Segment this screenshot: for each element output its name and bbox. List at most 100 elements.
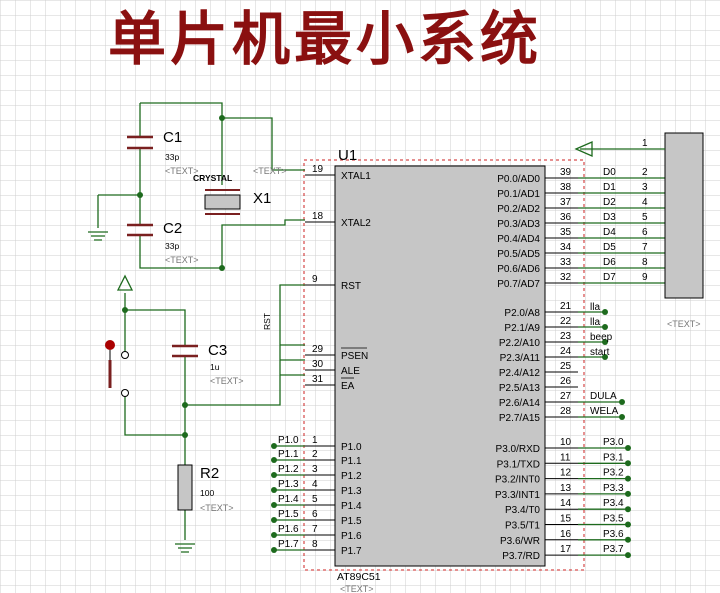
- c2-ref: C2: [163, 220, 182, 237]
- chip-pin-name: P0.1/AD1: [497, 189, 540, 200]
- net-terminal: [271, 472, 277, 478]
- p2-net-label: DULA: [590, 391, 617, 402]
- c3-ref: C3: [208, 342, 227, 359]
- chip-pin-name: RST: [341, 281, 361, 292]
- chip-pin-number: 18: [312, 211, 324, 222]
- c1-placeholder: <TEXT>: [165, 166, 199, 176]
- p3-net-label: P3.3: [603, 483, 624, 494]
- chip-pin-name: P1.4: [341, 501, 362, 512]
- chip-selection-box: [303, 159, 585, 571]
- chip-ref: U1: [338, 147, 357, 164]
- chip-pin-number: 39: [560, 167, 572, 178]
- crystal-x1[interactable]: [204, 189, 241, 215]
- chip-pin-number: 28: [560, 406, 572, 417]
- chip-pin-name: P1.2: [341, 471, 362, 482]
- chip-pin-number: 21: [560, 301, 572, 312]
- p2-net-label: WELA: [590, 406, 619, 417]
- chip-pin-name: P3.4/T0: [505, 505, 540, 516]
- page-title: 单片机最小系统: [108, 5, 543, 73]
- chip-pin-name: P1.3: [341, 486, 362, 497]
- net-terminal: [619, 399, 625, 405]
- p3-net-label: P3.2: [603, 468, 624, 479]
- p2-net-label: start: [590, 347, 610, 358]
- p3-net-label: P3.1: [603, 452, 624, 463]
- reset-button[interactable]: [105, 340, 129, 397]
- chip-pin-name: P2.5/A13: [499, 383, 541, 394]
- chip-pin-number: 30: [312, 359, 324, 370]
- chip-pin-name: P2.2/A10: [499, 338, 541, 349]
- net-terminal: [602, 324, 608, 330]
- chip-pin-number: 36: [560, 212, 572, 223]
- p1-net-label: P1.2: [278, 464, 299, 475]
- p3-net-label: P3.5: [603, 514, 624, 525]
- chip-pin-name: P1.5: [341, 516, 362, 527]
- p0-net-label: D6: [603, 257, 616, 268]
- chip-pin-number: 16: [560, 529, 572, 540]
- p3-net-label: P3.4: [603, 498, 624, 509]
- chip-right-pins: 39P0.0/AD038P0.1/AD137P0.2/AD236P0.3/AD3…: [495, 167, 578, 562]
- header-pin-number: 4: [642, 197, 648, 208]
- chip-pin-number: 29: [312, 344, 324, 355]
- header-pin-number: 6: [642, 227, 648, 238]
- x1-placeholder: <TEXT>: [253, 166, 287, 176]
- chip-pin-number: 33: [560, 257, 572, 268]
- net-terminal: [271, 457, 277, 463]
- chip-pin-name: P2.6/A14: [499, 398, 541, 409]
- p3-net-label: P3.6: [603, 529, 624, 540]
- chip-pin-name: P2.0/A8: [504, 308, 540, 319]
- chip-pin-number: 4: [312, 479, 318, 490]
- chip-pin-name: P3.1/TXD: [497, 459, 540, 470]
- c3-placeholder: <TEXT>: [210, 376, 244, 386]
- chip-pin-number: 10: [560, 437, 572, 448]
- header-placeholder: <TEXT>: [667, 319, 701, 329]
- chip-pin-number: 15: [560, 514, 572, 525]
- net-terminal: [271, 443, 277, 449]
- r2-placeholder: <TEXT>: [200, 503, 234, 513]
- connector-header[interactable]: [664, 132, 704, 299]
- chip-pin-name: P2.3/A11: [500, 353, 541, 364]
- chip-pin-number: 1: [312, 435, 318, 446]
- p1-net-label: P1.0: [278, 435, 299, 446]
- p3-net-label: P3.0: [603, 437, 624, 448]
- p1-nets: P1.0P1.1P1.2P1.3P1.4P1.5P1.6P1.7: [271, 435, 305, 553]
- chip-pin-name: PSEN: [341, 351, 368, 362]
- net-terminal: [625, 460, 631, 467]
- net-terminal: [625, 490, 631, 497]
- net-terminal: [625, 521, 631, 528]
- c3-value: 1u: [210, 362, 220, 372]
- r2-ref: R2: [200, 465, 219, 482]
- header-pin-number: 2: [642, 167, 648, 178]
- chip-pin-number: 38: [560, 182, 572, 193]
- chip-pin-name: P2.4/A12: [499, 368, 541, 379]
- net-terminal: [619, 414, 625, 420]
- header-pin-number: 7: [642, 242, 648, 253]
- p1-net-label: P1.5: [278, 509, 299, 520]
- chip-pin-name: P0.0/AD0: [497, 174, 540, 185]
- chip-pin-number: 12: [560, 468, 572, 479]
- p0-net-label: D3: [603, 212, 616, 223]
- p1-net-label: P1.7: [278, 539, 299, 550]
- x1-ref: X1: [253, 190, 271, 207]
- chip-pin-number: 17: [560, 544, 572, 555]
- c2-value: 33p: [165, 241, 179, 251]
- chip-pin-name: P3.2/INT0: [495, 475, 540, 486]
- chip-pin-number: 26: [560, 376, 572, 387]
- p0-net-label: D0: [603, 167, 616, 178]
- net-terminal: [271, 502, 277, 508]
- chip-pin-number: 2: [312, 449, 318, 460]
- net-terminal: [625, 536, 631, 543]
- chip-pin-number: 35: [560, 227, 572, 238]
- p1-net-label: P1.1: [278, 449, 299, 460]
- resistor-r2[interactable]: [177, 464, 193, 511]
- chip-part: AT89C51: [337, 571, 381, 583]
- p0-net-label: D4: [603, 227, 616, 238]
- chip-body[interactable]: [334, 165, 546, 567]
- c1-value: 33p: [165, 152, 179, 162]
- chip-pin-number: 32: [560, 272, 572, 283]
- chip-pin-name: P0.6/AD6: [497, 264, 540, 275]
- chip-pin-number: 25: [560, 361, 572, 372]
- chip-pin-name: P1.7: [341, 546, 362, 557]
- p1-net-label: P1.4: [278, 494, 299, 505]
